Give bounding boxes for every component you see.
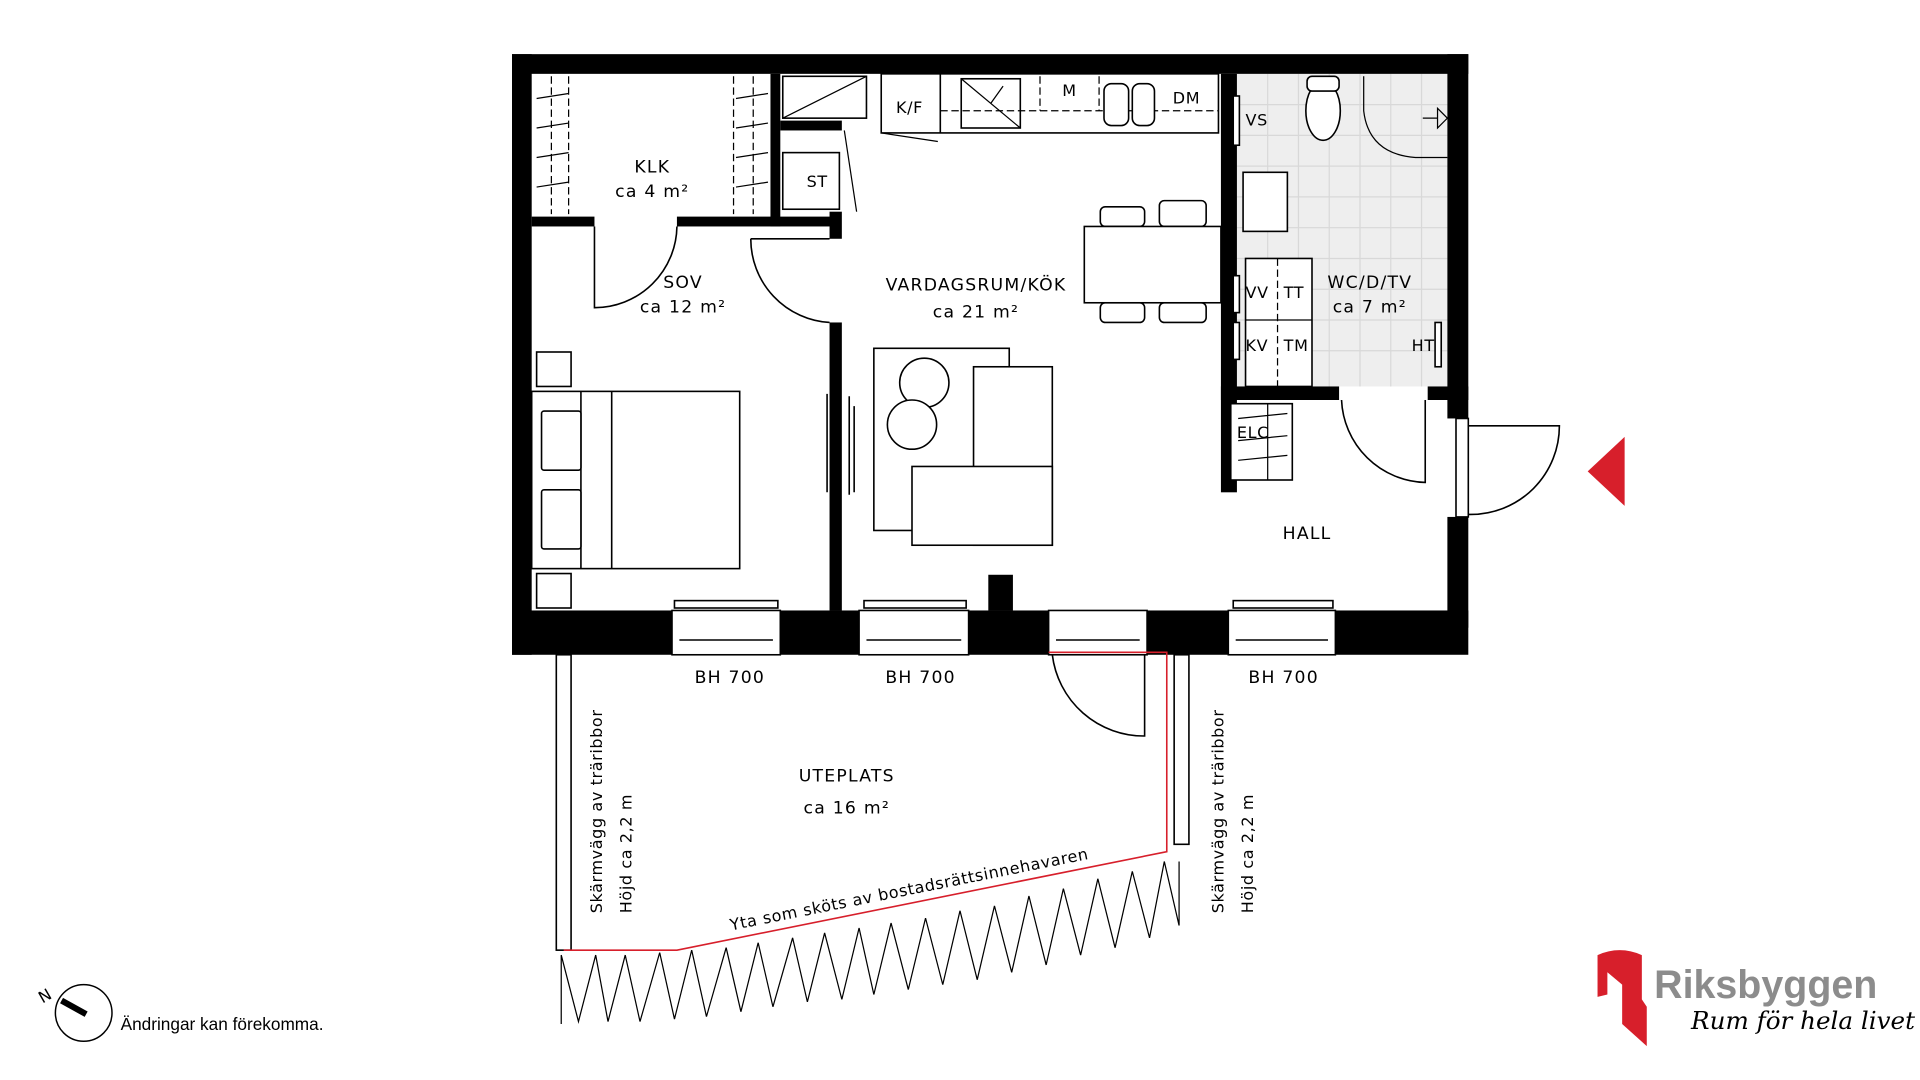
logo-tagline: Rum för hela livet [1690, 1006, 1915, 1035]
room-vardagsrum-area: ca 21 m² [933, 303, 1019, 323]
label-vv: VV [1246, 283, 1269, 302]
riksbyggen-logo: Riksbyggen Rum för hela livet [1597, 950, 1915, 1047]
window-label-1: BH 700 [695, 668, 765, 688]
room-klk: KLK [634, 157, 670, 177]
room-vardagsrum: VARDAGSRUM/KÖK [886, 273, 1067, 295]
logo-name: Riksbyggen [1654, 963, 1877, 1007]
bathroom-fixtures [1232, 75, 1449, 388]
doors [593, 130, 1561, 737]
room-uteplats-area: ca 16 m² [804, 799, 890, 819]
compass-icon: N [35, 983, 113, 1042]
room-uteplats: UTEPLATS [799, 767, 895, 787]
patio [555, 651, 1190, 1024]
windows [671, 417, 1470, 656]
label-kv: KV [1246, 336, 1269, 355]
disclaimer: Ändringar kan förekomma. [121, 1014, 324, 1034]
label-tt: TT [1283, 283, 1305, 302]
dining-table [1083, 199, 1222, 324]
entrance-arrow-icon [1587, 436, 1625, 506]
room-klk-area: ca 4 m² [615, 182, 689, 202]
room-wc: WC/D/TV [1327, 273, 1412, 293]
window-label-3: BH 700 [1248, 668, 1318, 688]
label-kf: K/F [896, 98, 923, 117]
screen-left-line1: Skärmvägg av träribbor [587, 709, 606, 913]
hedge [560, 861, 1180, 1024]
label-st: ST [807, 172, 828, 191]
screen-right-line1: Skärmvägg av träribbor [1208, 709, 1227, 913]
room-sov-area: ca 12 m² [640, 298, 726, 318]
window-label-2: BH 700 [885, 668, 955, 688]
label-dm: DM [1173, 88, 1200, 107]
label-elc: ELC [1237, 423, 1269, 442]
label-m: M [1062, 81, 1076, 100]
room-hall: HALL [1283, 524, 1332, 544]
label-vs: VS [1246, 111, 1268, 130]
label-tm: TM [1283, 336, 1309, 355]
closets [536, 75, 1294, 481]
bed [530, 351, 741, 609]
fixture-labels: K/F M DM ST VS VV TT KV TM HT ELC BH 700… [695, 81, 1435, 688]
compass-north: N [35, 984, 55, 1007]
room-labels: KLK ca 4 m² SOV ca 12 m² VARDAGSRUM/KÖK … [615, 157, 1412, 819]
label-ht: HT [1412, 336, 1435, 355]
screen-left-line2: Höjd ca 2,2 m [616, 794, 635, 913]
room-sov: SOV [663, 273, 703, 293]
walls [512, 54, 1469, 655]
screen-right-line2: Höjd ca 2,2 m [1238, 794, 1257, 913]
room-wc-area: ca 7 m² [1333, 298, 1407, 318]
sofa [873, 347, 1054, 547]
kitchen-counter [880, 73, 1220, 134]
